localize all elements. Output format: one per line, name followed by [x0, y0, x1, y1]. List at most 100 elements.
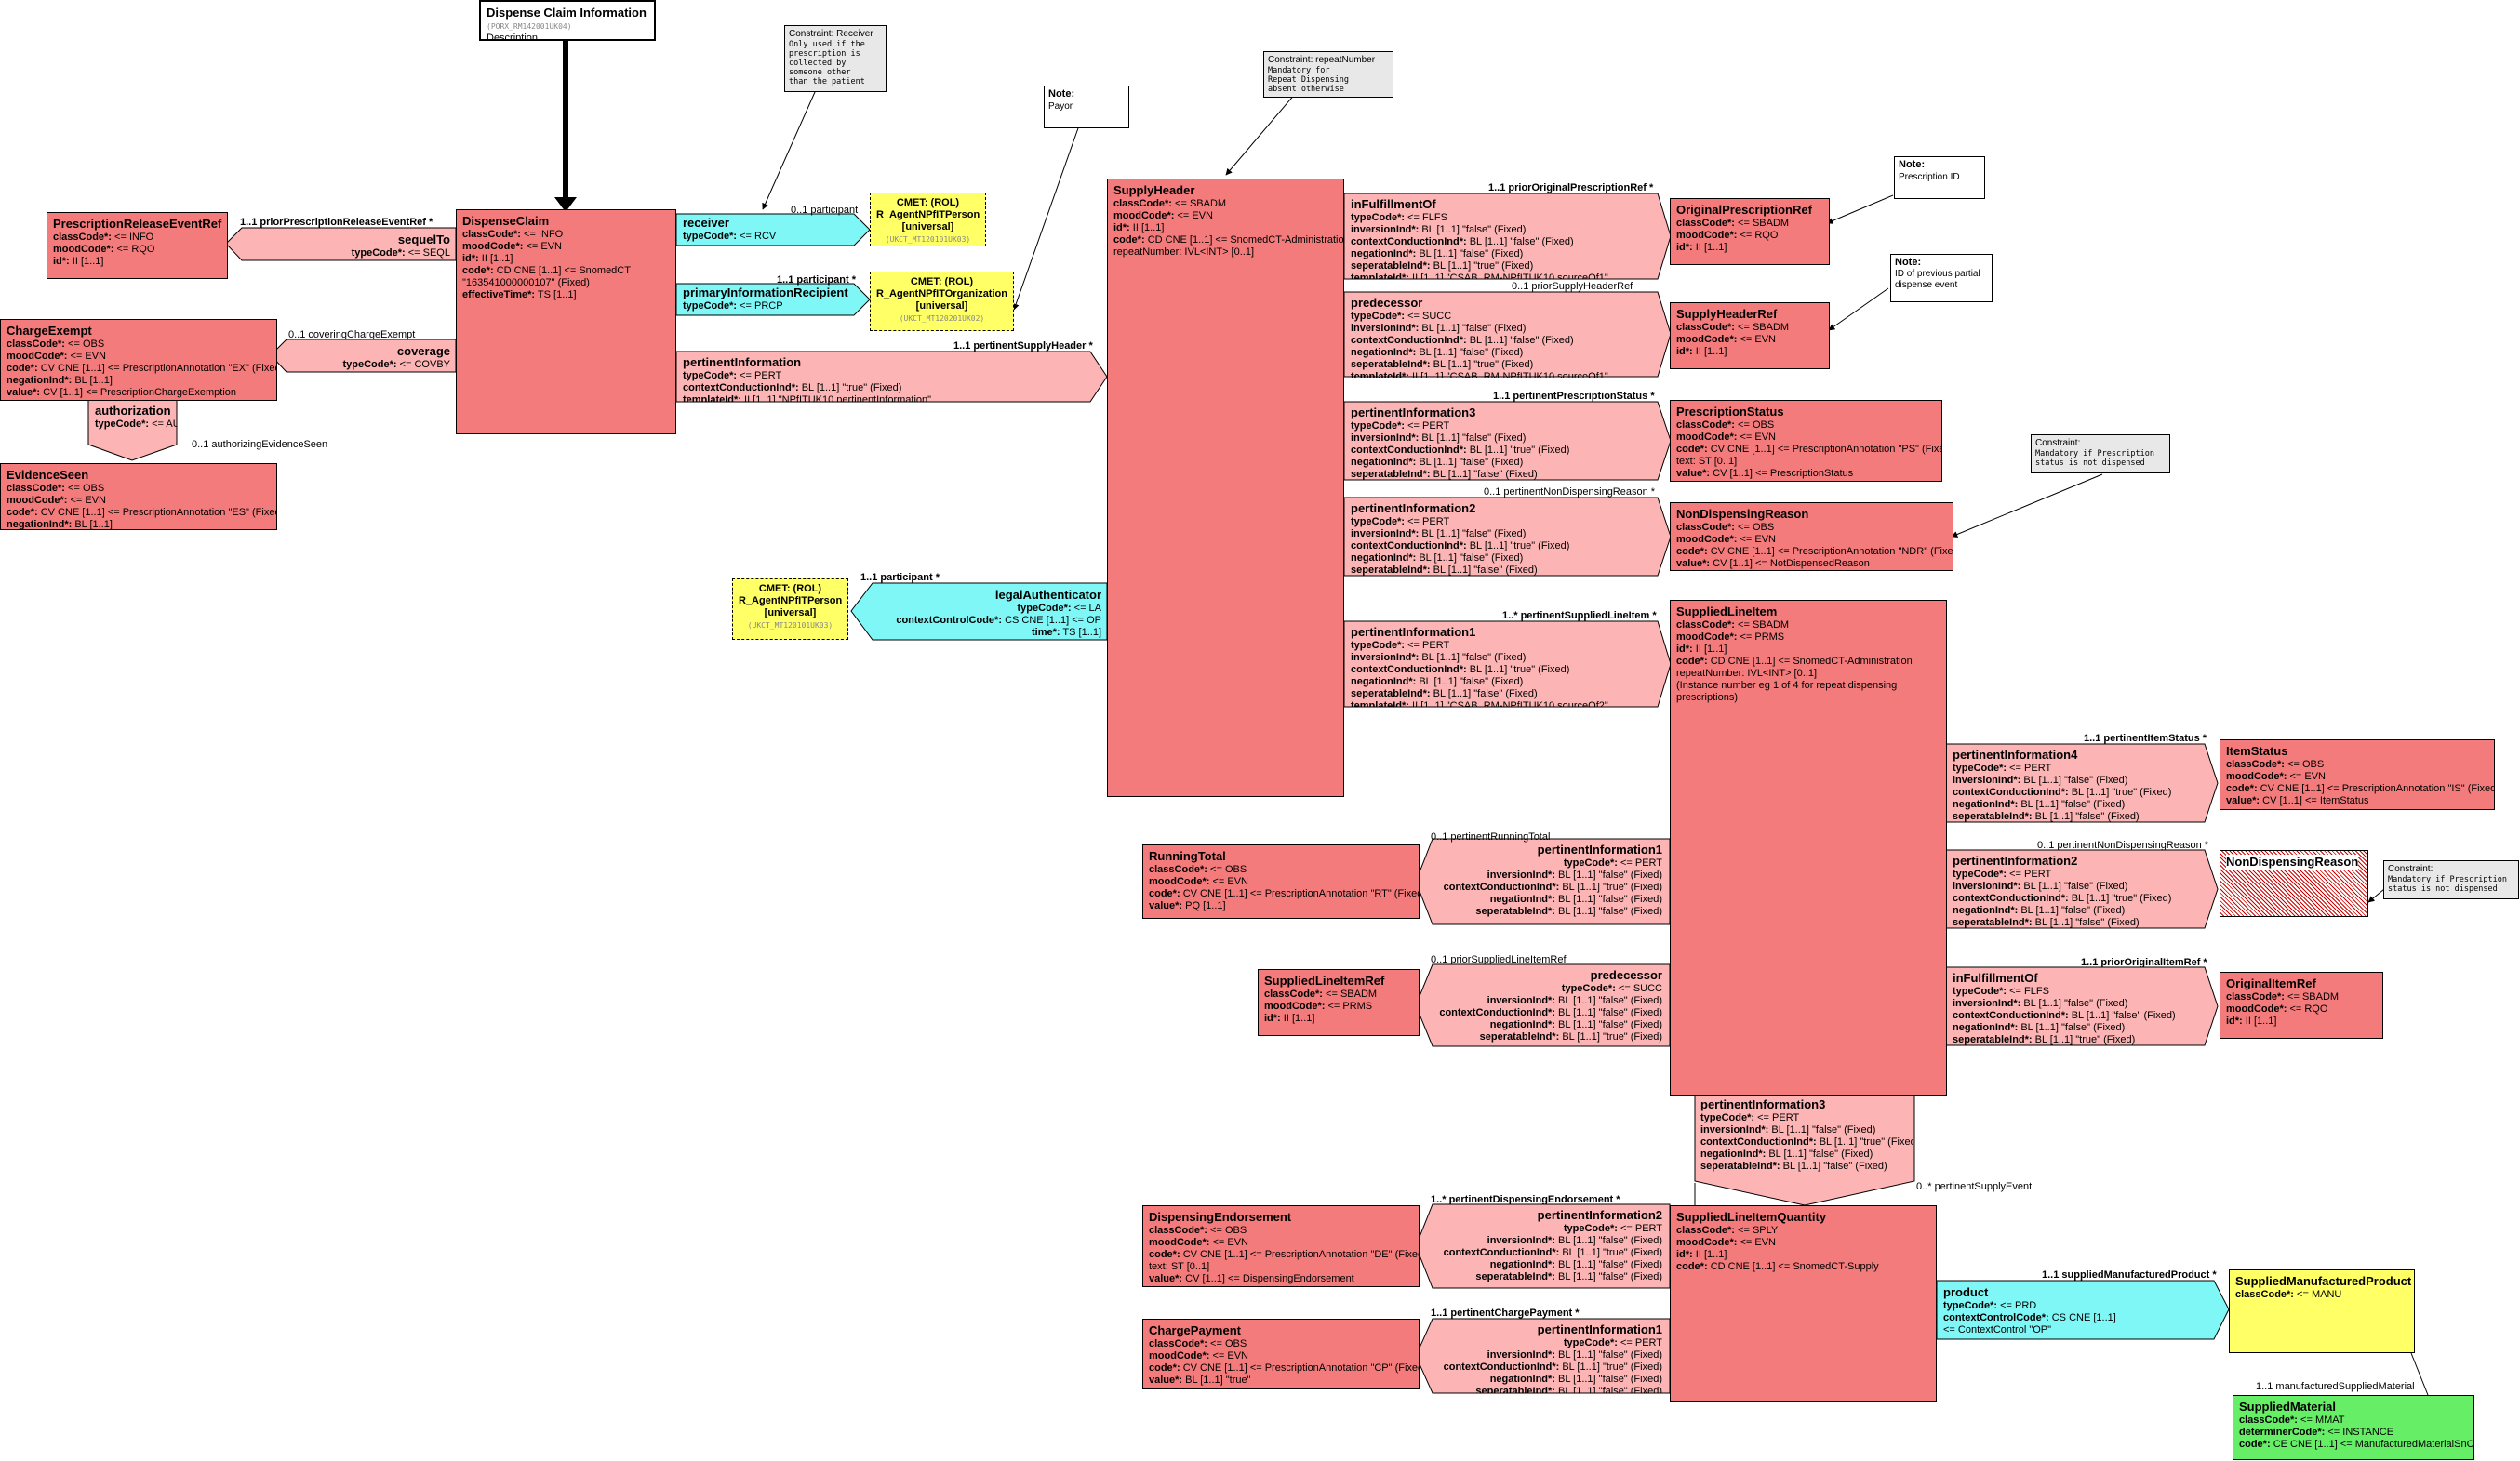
- attribute-value: BL [1..1] "false" (Fixed): [2020, 1022, 2126, 1033]
- assoc-label: 1..1 priorOriginalPrescriptionRef *: [1488, 182, 1654, 193]
- attribute-row: moodCode*: <= RQO: [2226, 1003, 2377, 1016]
- attribute-value: <= LA: [1073, 603, 1101, 614]
- box-title: SuppliedManufacturedProduct: [2235, 1274, 2412, 1288]
- attribute-name: classCode*:: [1676, 522, 1735, 533]
- attribute-name: negationInd*:: [7, 519, 73, 530]
- attribute-row: id*: II [1..1]: [1264, 1013, 1413, 1025]
- attribute-name: typeCode*:: [683, 300, 738, 312]
- attribute-row: typeCode*: <= PERT: [1438, 1223, 1662, 1235]
- attribute-value: II [1..1]: [481, 253, 513, 264]
- attribute-row: seperatableInd*: BL [1..1] "false" (Fixe…: [1351, 469, 1647, 480]
- attribute-value: II [1..1]: [1695, 346, 1727, 357]
- attribute-value: CS CNE [1..1]: [2051, 1312, 2116, 1323]
- attribute-value: CD CNE [1..1] <= SnomedCT-Administration: [1710, 656, 1913, 667]
- attribute-name: moodCode*:: [1676, 631, 1738, 643]
- attribute-name: seperatableInd*:: [1475, 1386, 1555, 1393]
- non-dispensing-reason-2[interactable]: NonDispensingReason: [2220, 850, 2368, 917]
- attribute-row: classCode*: <= SBADM: [1676, 619, 1940, 631]
- box-title: NonDispensingReason: [1676, 507, 1809, 521]
- cmet-flavor: [universal]: [915, 300, 968, 312]
- attribute-value: BL [1..1] "true" (Fixed): [1433, 359, 1534, 370]
- attribute-row: inversionInd*: BL [1..1] "false" (Fixed): [1700, 1124, 1907, 1136]
- attribute-row: templateId*: II [1..1] "CSAB_RM-NPfITUK1…: [1351, 272, 1647, 279]
- attribute-name: negationInd*:: [1351, 552, 1417, 564]
- attribute-name: contextConductionInd*:: [1953, 893, 2069, 904]
- attribute-row: negationInd*: BL [1..1] "false" (Fixed): [1438, 1259, 1662, 1271]
- assoc-label: 1..1 priorPrescriptionReleaseEventRef *: [240, 217, 433, 228]
- box-title: authorization: [95, 404, 171, 418]
- repeat-constraint: Constraint: repeatNumber Mandatory for R…: [1263, 51, 1393, 98]
- attribute-name: negationInd*:: [1489, 894, 1555, 905]
- attribute-name: templateId*:: [1351, 371, 1409, 378]
- cmet-agent-person-2[interactable]: CMET: (ROL)R_AgentNPfITPerson[universal]…: [732, 578, 848, 640]
- attribute-row: classCode*: <= OBS: [1149, 864, 1413, 876]
- attribute-name: code*:: [1149, 888, 1180, 899]
- cmet-agent-organization[interactable]: CMET: (ROL)R_AgentNPfITOrganization[univ…: [870, 272, 1014, 331]
- attribute-value: CD CNE [1..1] <= SnomedCT: [496, 265, 631, 276]
- attribute-value: CV CNE [1..1] <= PrescriptionAnnotation …: [1182, 1362, 1420, 1374]
- box-title: pertinentInformation3: [1351, 405, 1476, 419]
- attribute-value: <= SUCC: [1618, 983, 1662, 994]
- attribute-name: moodCode*:: [1149, 876, 1210, 887]
- attribute-value: <= SBADM: [1326, 989, 1378, 1000]
- attribute-value: <= OBS: [68, 339, 105, 350]
- attribute-row: seperatableInd*: BL [1..1] "false" (Fixe…: [1351, 688, 1647, 700]
- attribute-name: contextConductionInd*:: [1351, 664, 1467, 675]
- attribute-name: typeCode*:: [1563, 857, 1618, 869]
- attribute-name: inversionInd*:: [1953, 881, 2021, 892]
- attribute-value: CV [1..1] <= PrescriptionChargeExemption: [43, 387, 237, 398]
- attribute-row: negationInd*: BL [1..1] "false" (Fixed): [1438, 894, 1662, 906]
- attribute-value: BL [1..1] "false" (Fixed): [1433, 564, 1538, 576]
- attribute-row: contextConductionInd*: BL [1..1] "false"…: [1953, 1010, 2197, 1022]
- attribute-row: value*: PQ [1..1]: [1149, 900, 1413, 912]
- attribute-row: negationInd*: BL [1..1] "false" (Fixed): [1953, 1022, 2197, 1034]
- cmet-agent-person[interactable]: CMET: (ROL)R_AgentNPfITPerson[universal]…: [870, 193, 986, 246]
- attribute-row: typeCode*: <= AUTH: [95, 418, 177, 431]
- attribute-name: classCode*:: [2226, 991, 2285, 1003]
- attribute-row: classCode*: <= SPLY: [1676, 1225, 1930, 1237]
- attribute-name: seperatableInd*:: [1351, 469, 1431, 480]
- attribute-name: negationInd*:: [1700, 1149, 1767, 1160]
- attribute-row: prescriptions): [1676, 692, 1940, 704]
